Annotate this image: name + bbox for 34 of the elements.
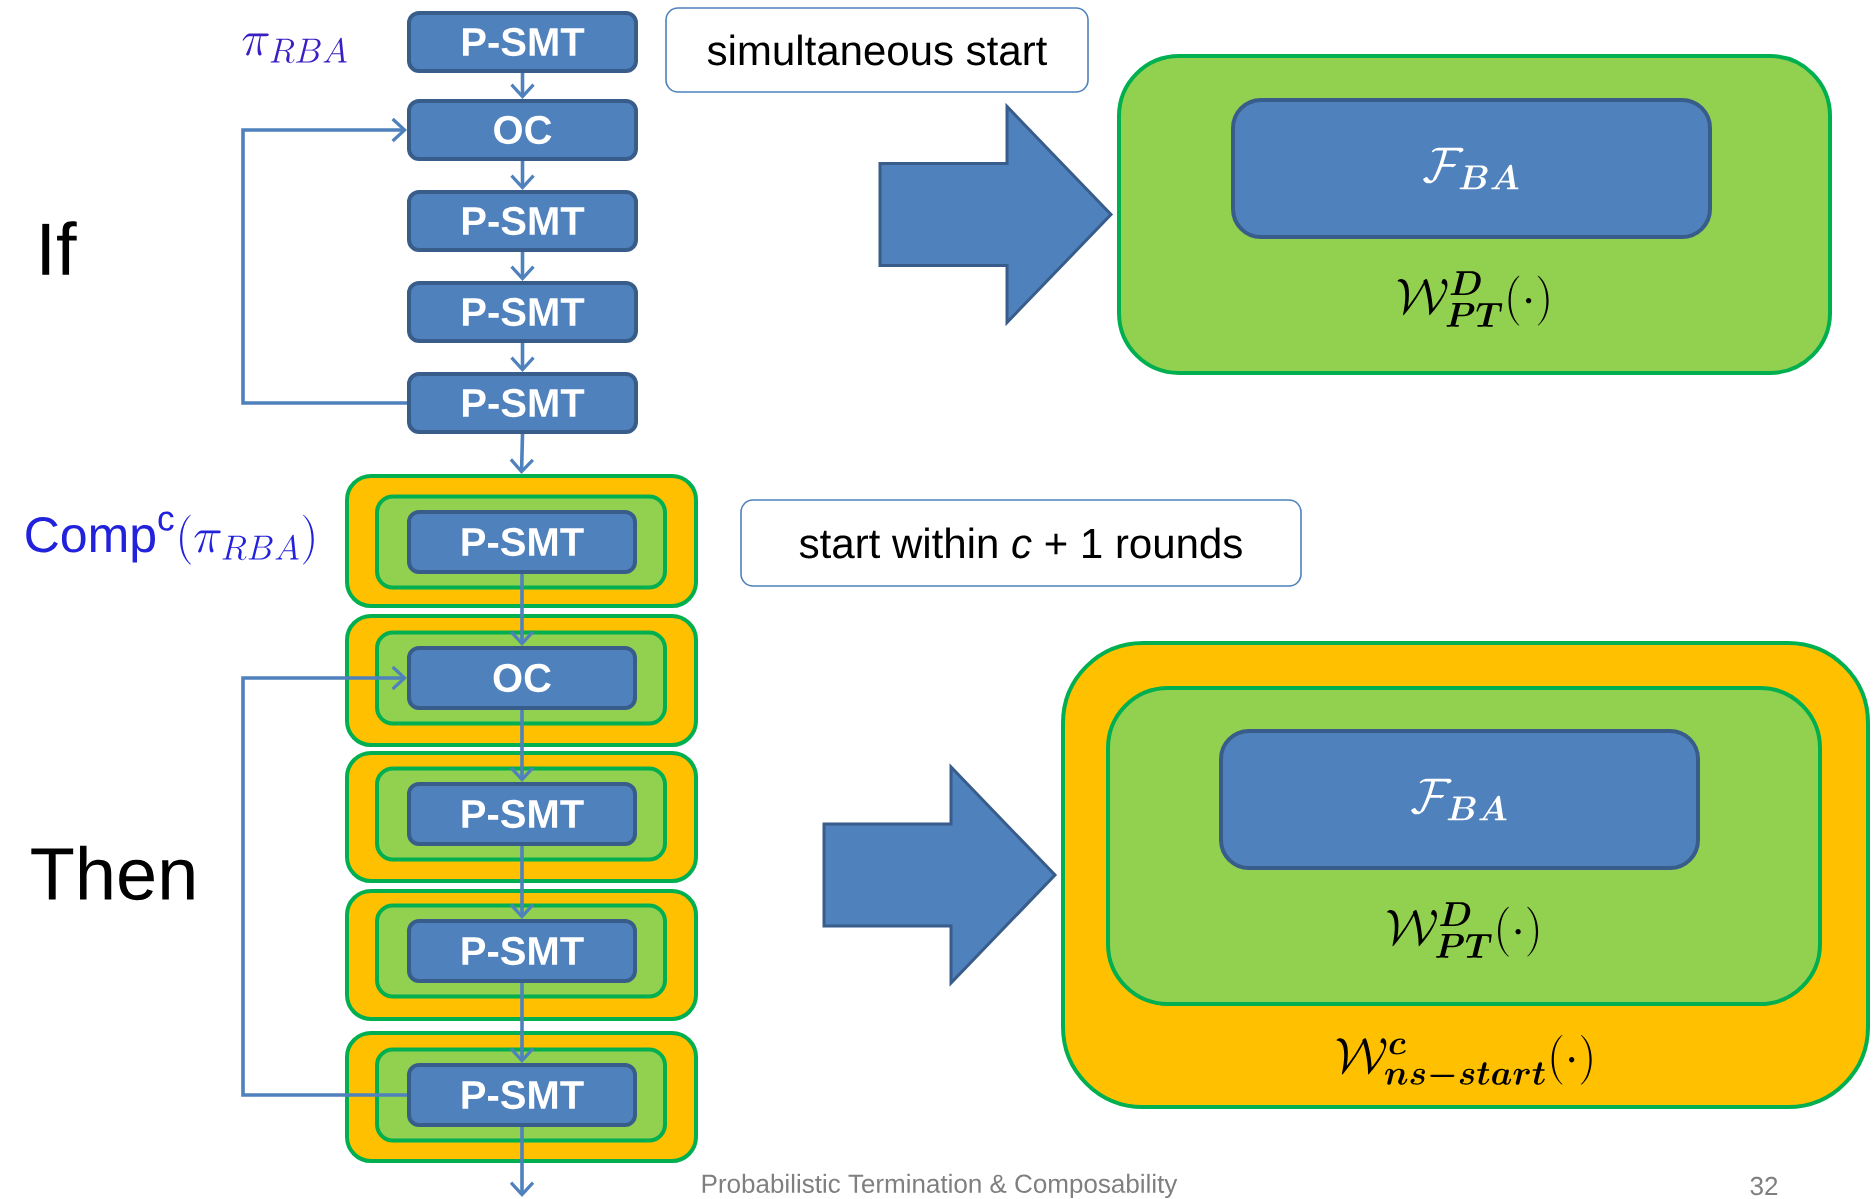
formula-label: $\mathrm{Comp}^{\mathrm{c}}(\pi_{RBA})$ <box>26 511 314 565</box>
heading-label: Then <box>31 845 194 901</box>
arrow <box>510 73 535 99</box>
process-box: P-SMT <box>407 281 638 343</box>
block-arrow <box>822 763 1058 987</box>
arrow <box>510 343 535 372</box>
heading-label: If <box>42 221 77 275</box>
formula-label: $\pi_{RBA}$ <box>242 33 347 64</box>
loop-arrow <box>241 665 407 1097</box>
arrow <box>510 161 535 190</box>
process-box: P-SMT <box>407 11 638 73</box>
process-box: P-SMT <box>407 190 638 252</box>
arrow <box>509 710 535 782</box>
callout-box: start within c + 1 rounds <box>740 499 1302 587</box>
arrow <box>509 433 534 474</box>
arrow <box>510 252 535 281</box>
arrow <box>509 983 535 1063</box>
process-box: P-SMT <box>407 372 638 434</box>
page-number: 32 <box>1750 1176 1778 1196</box>
process-box: $\mathcal{F}_{\boldsymbol{BA}}$ <box>1219 729 1700 870</box>
process-box: $\mathcal{F}_{\boldsymbol{BA}}$ <box>1231 98 1712 239</box>
process-box: OC <box>407 646 637 710</box>
process-box: OC <box>407 99 638 161</box>
block-arrow <box>878 102 1114 327</box>
arrow <box>509 574 535 646</box>
loop-arrow <box>241 117 407 405</box>
arrow <box>509 1127 535 1197</box>
arrow <box>509 846 535 919</box>
footer-text: Probabilistic Termination & Composability <box>702 1173 1178 1199</box>
process-box: P-SMT <box>407 1063 637 1127</box>
process-box: P-SMT <box>407 919 637 983</box>
process-box: P-SMT <box>407 510 637 574</box>
process-box: P-SMT <box>407 782 637 846</box>
callout-box: simultaneous start <box>665 7 1089 93</box>
